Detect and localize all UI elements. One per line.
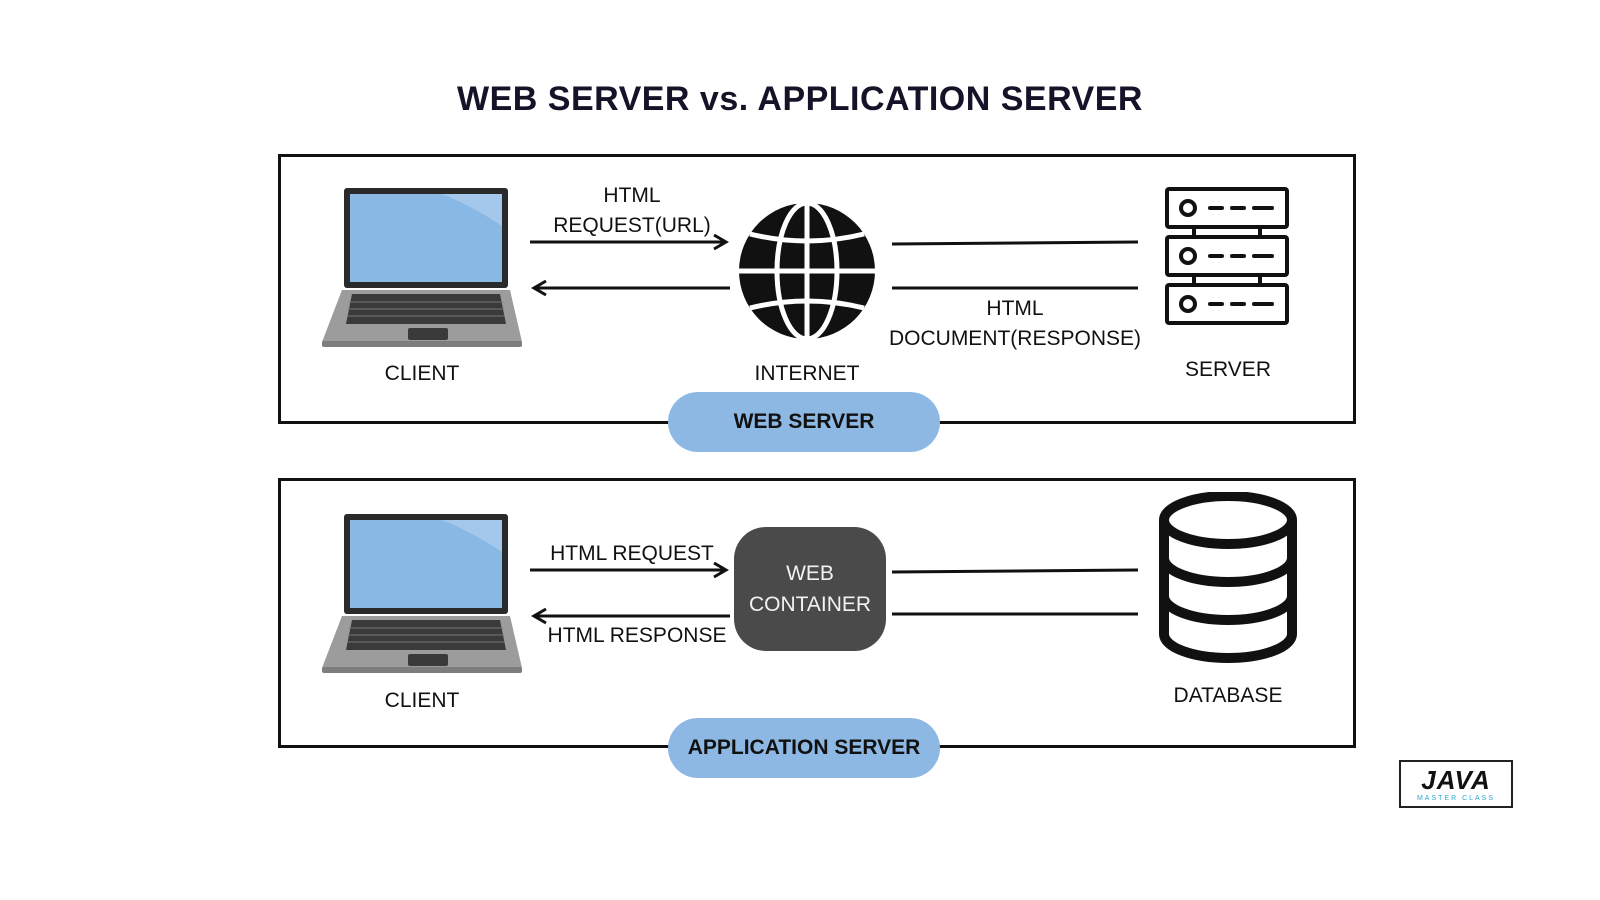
web-container-box: WEB CONTAINER	[734, 527, 886, 651]
connection-lines	[891, 240, 1139, 290]
application-server-badge: APPLICATION SERVER	[668, 718, 940, 778]
request-label-line2: REQUEST(URL)	[553, 214, 711, 237]
client-label: CLIENT	[384, 362, 460, 385]
container-label-line2: CONTAINER	[748, 593, 872, 616]
connection-lines	[891, 568, 1139, 616]
web-server-badge: WEB SERVER	[668, 392, 940, 452]
laptop-icon	[322, 188, 522, 347]
logo-subtext: MASTER CLASS	[1416, 795, 1496, 802]
request-response-arrows	[530, 233, 730, 297]
laptop-icon	[322, 514, 522, 673]
database-label: DATABASE	[1173, 684, 1283, 707]
java-master-class-logo: JAVA MASTER CLASS	[1399, 760, 1513, 808]
request-response-arrows	[530, 562, 730, 625]
response-label-line2: DOCUMENT(RESPONSE)	[888, 327, 1141, 350]
server-label: SERVER	[1185, 358, 1271, 381]
html-request-label: HTML REQUEST	[550, 542, 714, 565]
request-label-line1: HTML	[603, 184, 661, 207]
server-icon	[1165, 187, 1289, 325]
globe-icon	[739, 200, 875, 342]
internet-label: INTERNET	[754, 362, 860, 385]
logo-text: JAVA	[1421, 765, 1491, 795]
client-label: CLIENT	[384, 689, 460, 712]
response-label-line1: HTML	[986, 297, 1044, 320]
database-icon	[1159, 492, 1297, 663]
html-response-label: HTML RESPONSE	[547, 624, 727, 647]
page-title: WEB SERVER vs. APPLICATION SERVER	[457, 80, 1143, 118]
container-label-line1: WEB	[786, 562, 834, 585]
